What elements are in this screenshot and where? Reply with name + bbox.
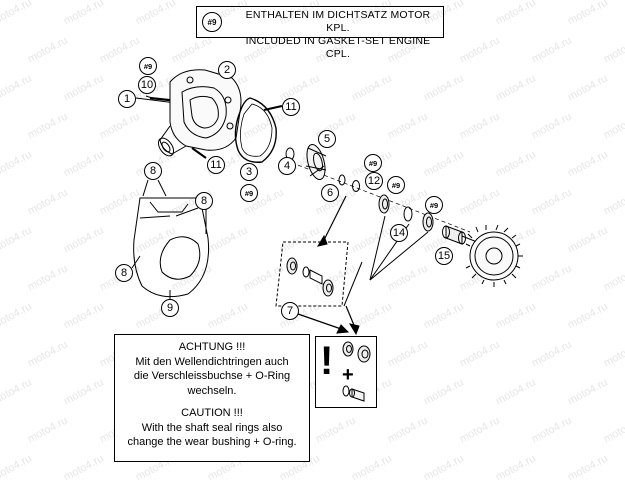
notice-line-german-3: wechseln. xyxy=(187,384,237,397)
notice-line-german-2: die Verschleissbuchse + O-Ring xyxy=(133,370,291,382)
callout-11-bottom: 11 xyxy=(207,156,225,174)
callout-8-top: 8 xyxy=(144,162,162,180)
callout-7: 7 xyxy=(281,302,299,320)
notice-line-english-1: With the shaft seal rings also xyxy=(141,421,283,434)
callout-10: 10 xyxy=(138,76,156,94)
notice-line-german-1: Mit den Wellendichtringen auch xyxy=(135,355,289,368)
callout-12: 12 xyxy=(365,172,383,190)
ref-mark-13: #9 xyxy=(387,176,405,194)
plus-sign: + xyxy=(342,364,354,386)
notice-line-english-2: change the wear bushing + O-ring. xyxy=(127,436,297,448)
warning-exclamation-icon: ! xyxy=(320,339,334,383)
callout-1: 1 xyxy=(118,90,136,108)
notice-title-german: ACHTUNG !!! xyxy=(178,341,246,353)
legend-line-english: INCLUDED IN GASKET-SET ENGINE CPL. xyxy=(245,35,431,60)
caution-notice: ACHTUNG !!! Mit den Wellendichtringen au… xyxy=(114,334,310,462)
callout-4: 4 xyxy=(278,157,296,175)
callout-11-right: 11 xyxy=(282,98,300,116)
callout-5: 5 xyxy=(318,130,336,148)
callout-14: 14 xyxy=(390,224,408,242)
callout-9: 9 xyxy=(161,299,179,317)
legend-text: ENTHALTEN IM DICHTSATZ MOTOR KPL. INCLUD… xyxy=(236,9,440,61)
ref-mark-10: #9 xyxy=(139,57,157,75)
callout-8-right: 8 xyxy=(195,192,213,210)
ref-mark-3: #9 xyxy=(240,184,258,202)
legend-line-german: ENTHALTEN IM DICHTSATZ MOTOR KPL. xyxy=(245,9,431,34)
ref-mark-14: #9 xyxy=(425,196,443,214)
exploded-diagram xyxy=(131,69,523,336)
callout-15: 15 xyxy=(435,247,453,265)
notice-title-english: CAUTION !!! xyxy=(181,407,243,419)
callout-3: 3 xyxy=(240,163,258,181)
ref-mark-12: #9 xyxy=(364,154,382,172)
callout-2: 2 xyxy=(218,61,236,79)
callout-6: 6 xyxy=(321,184,339,202)
legend-ref-tag: #9 xyxy=(202,12,222,32)
callout-8-left: 8 xyxy=(115,264,133,282)
legend-box xyxy=(196,6,444,38)
seal-kit-parts xyxy=(342,341,371,402)
seal-kit-box: ! + xyxy=(315,336,377,408)
